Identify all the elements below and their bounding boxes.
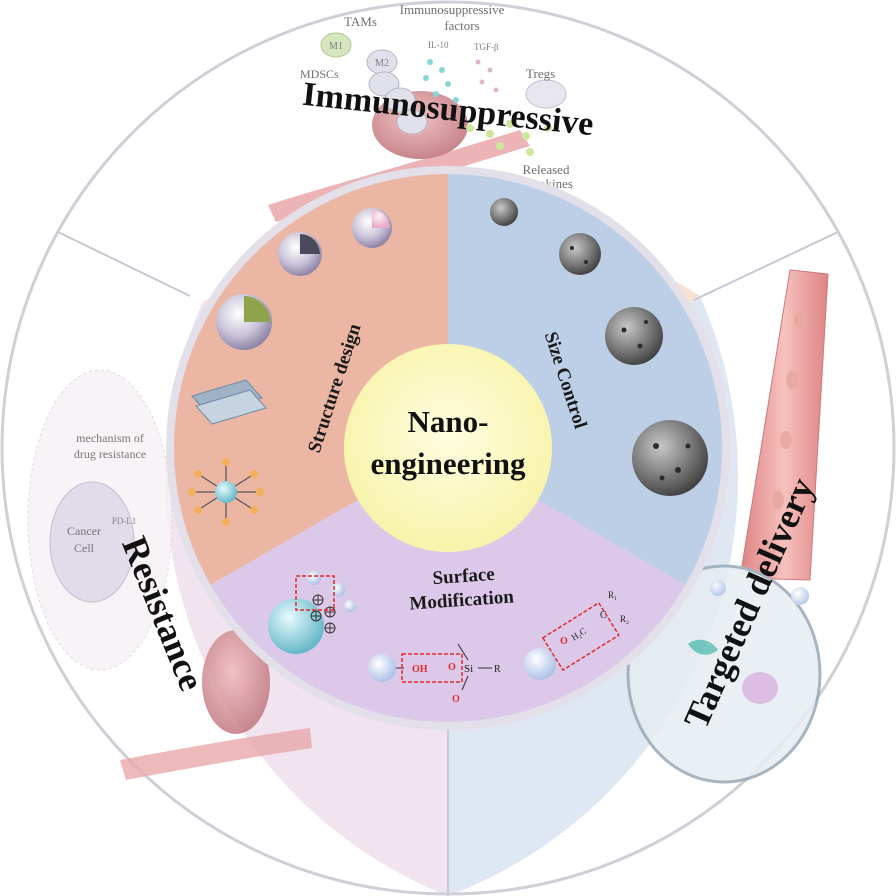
np-incoming-2: [710, 580, 726, 596]
cancer-cell: [49, 481, 135, 603]
cancer-label: Cancer: [67, 524, 101, 538]
nanosheet-stack: [191, 379, 267, 425]
inner-ring-border: [166, 166, 730, 730]
il10-label: IL-10: [428, 40, 449, 50]
pdl1-label: PD-L1: [112, 516, 137, 526]
target-nucleus: [742, 672, 778, 704]
m1-cell: [320, 32, 352, 58]
m2-cell-4: [396, 109, 428, 135]
center-title-line1: Nano-: [408, 404, 489, 439]
targeted-delivery-illustration: [626, 269, 829, 784]
silane-particle: [368, 654, 396, 682]
tgfb-label: TGF-β: [474, 42, 499, 52]
surface-modification-sector: [207, 448, 689, 727]
r1-label: R₁: [608, 590, 617, 600]
small-bead-3: [344, 600, 356, 612]
small-bead-1: [307, 571, 321, 585]
np-incoming-1: [791, 587, 809, 605]
released-line1: Released: [523, 162, 570, 177]
treg-cell: [525, 79, 567, 109]
center-title-line2: engineering: [371, 446, 526, 481]
tams-label: TAMs: [344, 14, 377, 29]
dendrimer-core: [215, 481, 237, 503]
blood-vessel-bottom-left: [120, 728, 312, 780]
r-label: R: [494, 664, 501, 675]
yolk-shell-core: [372, 210, 390, 228]
blood-vessel-right: [739, 269, 829, 581]
mesoporous-m: [605, 307, 663, 365]
si-up-bond: [457, 643, 469, 661]
mesoporous-s: [559, 233, 601, 275]
small-bead-2: [331, 583, 345, 597]
ether-highlight-box: [541, 601, 620, 672]
divider-immuno-resistance: [57, 231, 191, 297]
cytokine-dots: [423, 59, 552, 156]
m2-label: M2: [375, 58, 389, 69]
pore-dots: [570, 246, 691, 481]
oh-label: OH: [412, 664, 428, 675]
dendrimer-tips: [188, 458, 264, 526]
divider-immuno-targeted: [693, 231, 839, 301]
tumor-left: [202, 630, 270, 734]
mdscs-label: MDSCs: [300, 67, 339, 81]
o-label-2: O: [452, 694, 460, 705]
ether-particle: [524, 648, 556, 680]
plus-charges: [310, 594, 336, 634]
multilayer-particle-cut: [244, 296, 270, 322]
factors-line2: factors: [444, 18, 479, 33]
red-blood-cells: [764, 311, 806, 559]
m1-label: M1: [329, 41, 343, 52]
target-cell: [626, 564, 822, 784]
surface-label-line1: Surface: [432, 564, 496, 589]
r2-label: R₂: [620, 614, 629, 624]
size-control-illustrations: [490, 198, 708, 496]
c-label: C: [600, 610, 607, 621]
charge-highlight-box: [295, 575, 335, 611]
factors-line1: Immunosuppressive: [400, 2, 505, 17]
charged-particle: [268, 598, 324, 654]
silane-highlight-box: [401, 653, 463, 683]
si-label: Si: [464, 663, 473, 675]
center-circle: [344, 344, 552, 552]
tregs-label: Tregs: [526, 66, 555, 81]
resistance-illustration: mechanism of drug resistance Cancer Cell…: [27, 369, 312, 780]
o-label-3: O: [560, 636, 568, 647]
cell-label: Cell: [74, 541, 95, 555]
m2-cell-3: [384, 87, 416, 113]
resistance-line1: mechanism of: [76, 431, 144, 445]
mesoporous-l: [632, 420, 708, 496]
o-label-1: O: [448, 662, 456, 673]
target-organelle: [688, 639, 718, 655]
structure-design-illustrations: [188, 208, 392, 526]
resistance-line2: drug resistance: [74, 447, 146, 461]
si-down-bond: [461, 675, 469, 691]
hollow-particle-cut: [300, 234, 320, 254]
mesoporous-xs: [490, 198, 518, 226]
